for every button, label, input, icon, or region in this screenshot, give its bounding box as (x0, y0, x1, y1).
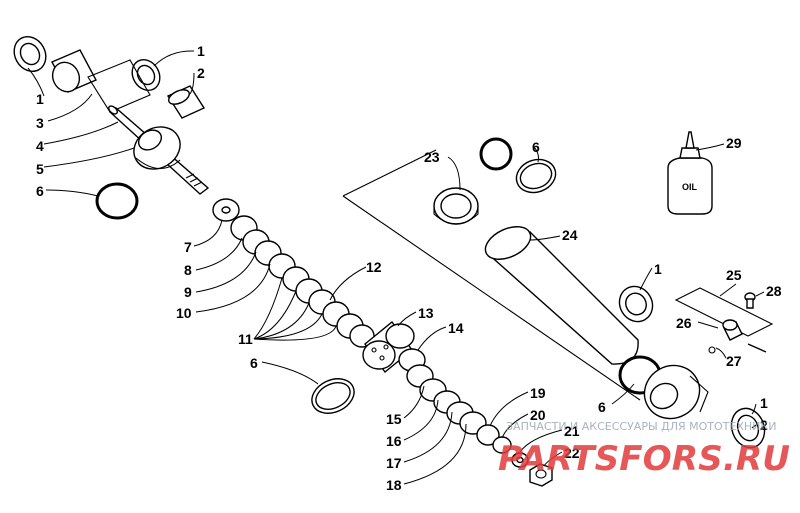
bushing-part-1-left (13, 36, 47, 72)
watermark-logo: PARTSFORS.RU (498, 439, 790, 479)
screw-part-28 (744, 292, 756, 309)
watermark: ЗАПЧАСТИ И АКСЕССУАРЫ ДЛЯ МОТОТЕХНИКИ PA… (498, 420, 790, 479)
callout-2-lower-right: 2 (760, 417, 768, 433)
hidden-outline (87, 59, 151, 113)
valve-part-27 (708, 319, 743, 354)
bushing-part-1-lower-right (730, 407, 766, 449)
callout-21: 21 (564, 423, 580, 439)
callout-6-right: 6 (598, 399, 606, 415)
callout-26: 26 (676, 315, 692, 331)
oil-bottle-part-29: OIL (667, 131, 713, 215)
callout-17: 17 (386, 455, 402, 471)
callout-15: 15 (386, 411, 402, 427)
callout-19: 19 (530, 385, 546, 401)
callout-29: 29 (726, 135, 742, 151)
callout-27: 27 (726, 353, 742, 369)
callout-3: 3 (36, 115, 44, 131)
callout-9: 9 (184, 284, 192, 300)
shock-body-end (643, 364, 709, 420)
sleeve-part-2-upper (166, 85, 206, 119)
callout-22: 22 (564, 445, 580, 461)
callout-25: 25 (726, 267, 742, 283)
leader-lines (27, 50, 765, 485)
watermark-caption: ЗАПЧАСТИ И АКСЕССУАРЫ ДЛЯ МОТОТЕХНИКИ (506, 420, 776, 433)
callout-24: 24 (562, 227, 578, 243)
callout-6-top: 6 (532, 139, 540, 155)
reservoir-body-part-24 (484, 226, 639, 365)
reservoir-cap-part-23 (433, 187, 479, 225)
callout-28: 28 (766, 283, 782, 299)
callout-1-right: 1 (654, 261, 662, 277)
shim-stack (212, 198, 375, 348)
callout-12: 12 (366, 259, 382, 275)
o-ring-part-6-left (95, 182, 139, 220)
callout-10: 10 (176, 305, 192, 321)
callout-1-upper: 1 (197, 43, 205, 59)
callout-4: 4 (36, 138, 44, 154)
bushing-part-1-right (618, 285, 654, 323)
callout-7: 7 (184, 239, 192, 255)
o-ring-part-6-top (479, 137, 513, 171)
pin-part (747, 343, 767, 353)
callout-2-upper: 2 (197, 65, 205, 81)
callout-20: 20 (530, 407, 546, 423)
callout-1-left: 1 (36, 91, 44, 107)
callout-6-left: 6 (36, 183, 44, 199)
nut-part-22 (529, 463, 553, 487)
shaft-eye-part-5 (133, 126, 181, 170)
callout-5: 5 (36, 161, 44, 177)
callout-11: 11 (238, 331, 253, 347)
callout-14: 14 (448, 320, 464, 336)
seal-ring-part-6-top (515, 158, 557, 194)
callout-6-lower: 6 (250, 355, 258, 371)
callout-18: 18 (386, 477, 402, 493)
callout-8: 8 (184, 262, 192, 278)
seal-ring-part-6-lower (311, 378, 355, 414)
callout-16: 16 (386, 433, 402, 449)
callout-13: 13 (418, 305, 434, 321)
callout-23: 23 (424, 149, 440, 165)
callout-numbers: 1 3 4 5 6 1 2 7 8 9 10 11 12 13 14 6 15 … (36, 43, 782, 493)
oil-bottle-label: OIL (682, 182, 698, 192)
spacer-part-3 (51, 49, 97, 93)
callout-1-lower-right: 1 (760, 395, 768, 411)
assembly-bracket-line (342, 149, 641, 401)
